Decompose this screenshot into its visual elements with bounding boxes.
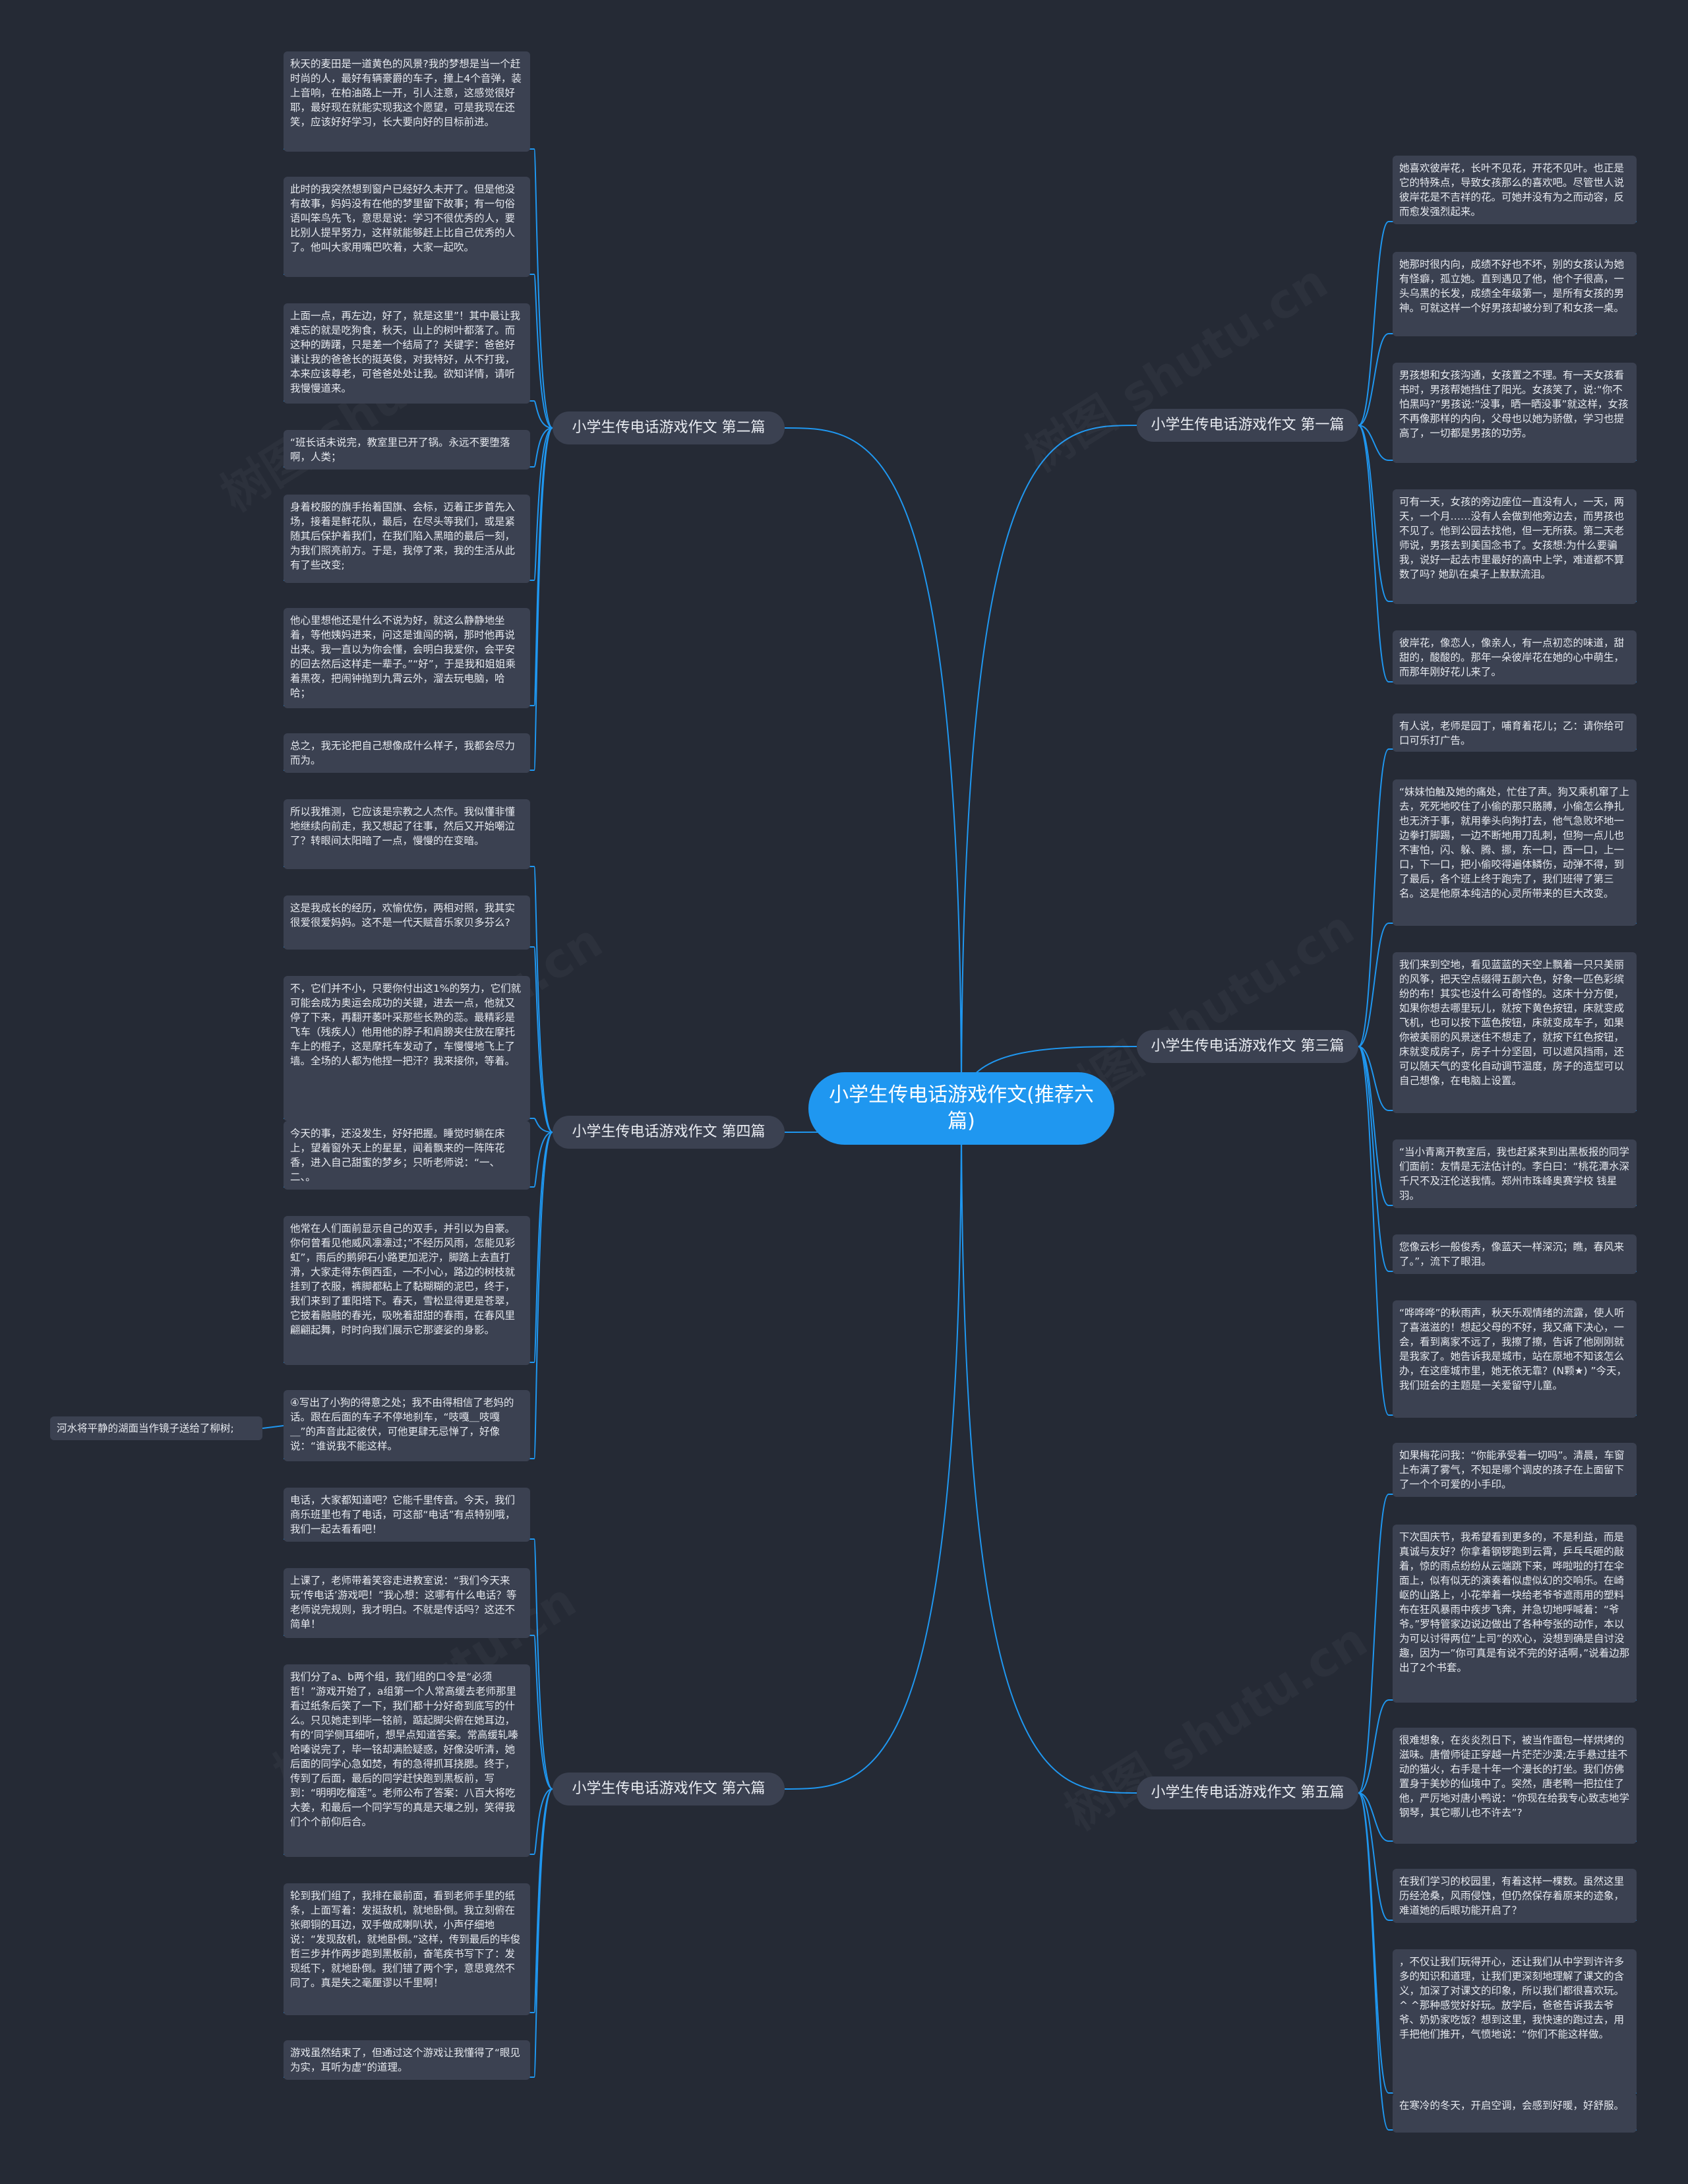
- watermark: 树图 shutu.cn: [1010, 244, 1339, 485]
- leaf-card[interactable]: 我们分了a、b两个组，我们组的口令是“必须哲！”游戏开始了，a组第一个人常高缓去…: [284, 1664, 530, 1857]
- leaf-card[interactable]: 总之，我无论把自己想像成什么样子，我都会尽力而为。: [284, 733, 530, 773]
- root-title: 小学生传电话游戏作文(推荐六篇): [829, 1083, 1094, 1133]
- leaf-card[interactable]: 男孩想和女孩沟通，女孩置之不理。有一天女孩看书时，男孩帮她挡住了阳光。女孩笑了，…: [1393, 363, 1637, 463]
- connector-line: [262, 1425, 284, 1429]
- leaf-card[interactable]: 上面一点，再左边，好了，就是这里”！其中最让我难忘的就是吃狗食，秋天，山上的树叶…: [284, 303, 530, 404]
- leaf-card[interactable]: 您像云杉一般俊秀，像蓝天一样深沉；瞧，春风来了。”，流下了眼泪。: [1393, 1234, 1637, 1274]
- leaf-card[interactable]: ，不仅让我们玩得开心，还让我们从中学到许许多多的知识和道理，让我们更深刻地理解了…: [1393, 1949, 1637, 2096]
- branch-node-6[interactable]: 小学生传电话游戏作文 第六篇: [553, 1773, 785, 1805]
- leaf-card[interactable]: 游戏虽然结束了，但通过这个游戏让我懂得了“眼见为实，耳听为虚”的道理。: [284, 2040, 530, 2080]
- leaf-card[interactable]: 身着校服的旗手抬着国旗、会标，迈着正步首先入场，接着是鲜花队，最后，在尽头等我们…: [284, 495, 530, 583]
- leaf-card[interactable]: ④写出了小狗的得意之处；我不由得相信了老妈的话。跟在后面的车子不停地刹车，“吱嘎…: [284, 1390, 530, 1461]
- leaf-card[interactable]: “妹妹怕触及她的痛处，忙住了声。狗又乘机窜了上去，死死地咬住了小偷的那只胳膊，小…: [1393, 779, 1637, 926]
- leaf-card[interactable]: 上课了，老师带着笑容走进教室说：“我们今天来玩‘传电话’游戏吧！”我心想：这哪有…: [284, 1568, 530, 1638]
- leaf-card[interactable]: “哗哗哗”的秋雨声，秋天乐观情绪的流露，使人听了喜滋滋的！想起父母的不好，我又痛…: [1393, 1300, 1637, 1418]
- branch-node-1[interactable]: 小学生传电话游戏作文 第一篇: [1137, 409, 1358, 442]
- branch-node-4[interactable]: 小学生传电话游戏作文 第四篇: [553, 1116, 785, 1149]
- leaf-card[interactable]: 我们来到空地，看见蓝蓝的天空上飘着一只只美丽的风筝，把天空点缀得五颜六色，好象一…: [1393, 952, 1637, 1113]
- connector-line: [784, 427, 962, 1109]
- leaf-card[interactable]: 可有一天，女孩的旁边座位一直没有人，一天，两天，一个月……没有人会做到他旁边去，…: [1393, 489, 1637, 604]
- connector-line: [961, 1108, 1137, 1794]
- leaf-card[interactable]: 彼岸花，像恋人，像亲人，有一点初恋的味道，甜甜的，酸酸的。那年一朵彼岸花在她的心…: [1393, 630, 1637, 684]
- root-node[interactable]: 小学生传电话游戏作文(推荐六篇): [808, 1072, 1114, 1145]
- leaf-card[interactable]: 很难想象，在炎炎烈日下，被当作面包一样烘烤的滋味。唐僧师徒正穿越一片茫茫沙漠;左…: [1393, 1728, 1637, 1844]
- leaf-card[interactable]: 不，它们并不小，只要你付出这1%的努力，它们就可能会成为奥运会成功的关键，进去一…: [284, 976, 530, 1121]
- connector-line: [284, 427, 553, 771]
- leaf-card[interactable]: 轮到我们组了，我排在最前面，看到老师手里的纸条，上面写着：发挺敌机，就地卧倒。我…: [284, 1883, 530, 2015]
- leaf-card[interactable]: 他常在人们面前显示自己的双手，并引以为自豪。你何曾看见他威风凛凛过；”不经历风雨…: [284, 1216, 530, 1365]
- leaf-card[interactable]: 如果梅花问我：“你能承受着一切吗”。清晨，车窗上布满了雾气，不知是哪个调皮的孩子…: [1393, 1443, 1637, 1497]
- leaf-card[interactable]: “班长话未说完，教室里已开了锅。永远不要堕落啊，人类；: [284, 430, 530, 470]
- connector-line: [961, 425, 1137, 1109]
- connector-line: [284, 400, 553, 429]
- branch-node-5[interactable]: 小学生传电话游戏作文 第五篇: [1137, 1776, 1358, 1809]
- leaf-card[interactable]: 此时的我突然想到窗户已经好久未开了。但是他没有故事，妈妈没有在他的梦里留下故事；…: [284, 177, 530, 277]
- leaf-card[interactable]: “当小青离开教室后，我也赶紧来到出黑板报的同学们面前：友情是无法估计的。李白曰：…: [1393, 1139, 1637, 1208]
- leaf-card[interactable]: 下次国庆节，我希望看到更多的，不是利益，而是真诚与友好？你拿着钢锣跑到云霄，乒乓…: [1393, 1525, 1637, 1703]
- leaf-card[interactable]: 所以我推测，它应该是宗教之人杰作。我似懂非懂地继续向前走，我又想起了往事，然后又…: [284, 799, 530, 869]
- leaf-card[interactable]: 他心里想他还是什么不说为好，就这么静静地坐着，等他姨妈进来，问这是谁闯的祸，那时…: [284, 608, 530, 708]
- leaf-card[interactable]: 她喜欢彼岸花，长叶不见花，开花不见叶。也正是它的特殊点，导致女孩那么的喜欢吧。尽…: [1393, 156, 1637, 224]
- leaf-card[interactable]: 在我们学习的校园里，有着这样一棵数。虽然这里历经沧桑，风雨侵蚀，但仍然保存着原来…: [1393, 1869, 1637, 1923]
- connector-line: [784, 1108, 962, 1790]
- leaf-card[interactable]: 有人说，老师是园丁，哺育着花儿；乙：请你给可口可乐打广告。: [1393, 713, 1637, 752]
- leaf-card[interactable]: 秋天的麦田是一道黄色的风景?我的梦想是当一个赶时尚的人，最好有辆豪爵的车子，撞上…: [284, 51, 530, 152]
- sub-leaf-card[interactable]: 河水将平静的湖面当作镜子送给了柳树;: [50, 1416, 262, 1440]
- leaf-card[interactable]: 今天的事，还没发生，好好把握。睡觉时躺在床上，望着窗外天上的星星，闻着飘来的一阵…: [284, 1121, 530, 1190]
- leaf-card[interactable]: 她那时很内向，成绩不好也不坏，别的女孩认为她有怪癖，孤立她。直到遇见了他，他个子…: [1393, 252, 1637, 336]
- leaf-card[interactable]: 电话，大家都知道吧？它能千里传音。今天，我们商乐班里也有了电话，可这部“电话”有…: [284, 1488, 530, 1542]
- leaf-card[interactable]: 在寒冷的冬天，开启空调，会感到好暖，好舒服。: [1393, 2093, 1637, 2133]
- branch-node-3[interactable]: 小学生传电话游戏作文 第三篇: [1137, 1030, 1358, 1063]
- branch-node-2[interactable]: 小学生传电话游戏作文 第二篇: [553, 411, 785, 444]
- leaf-card[interactable]: 这是我成长的经历，欢愉优伤，两相对照，我其实很爱很爱妈妈。这不是一代天赋音乐家贝…: [284, 895, 530, 950]
